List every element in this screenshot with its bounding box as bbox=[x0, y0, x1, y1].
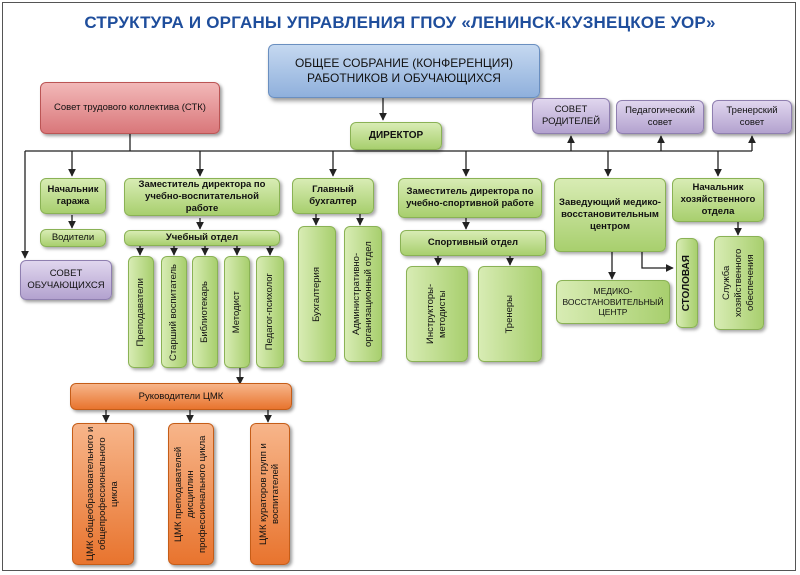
page-title: СТРУКТУРА И ОРГАНЫ УПРАВЛЕНИЯ ГПОУ «ЛЕНИ… bbox=[84, 13, 716, 32]
canteen-label: СТОЛОВАЯ bbox=[680, 254, 692, 312]
garage-head-box: Начальник гаража bbox=[40, 178, 106, 214]
drivers-label: Водители bbox=[51, 232, 95, 244]
pedagogical-council-label: Педагогический совет bbox=[625, 105, 695, 128]
librarian-box: Библиотекарь bbox=[192, 256, 218, 368]
parents-council-label: СОВЕТ РОДИТЕЛЕЙ bbox=[541, 104, 601, 127]
coaches-box: Тренеры bbox=[478, 266, 542, 362]
education-dept-label: Учебный отдел bbox=[165, 232, 239, 244]
drivers-box: Водители bbox=[40, 229, 106, 247]
methodist-box: Методист bbox=[224, 256, 250, 368]
general-meeting-box: ОБЩЕЕ СОБРАНИЕ (КОНФЕРЕНЦИЯ) РАБОТНИКОВ … bbox=[268, 44, 540, 98]
chief-accountant-box: Главный бухгалтер bbox=[292, 178, 374, 214]
canteen-box: СТОЛОВАЯ bbox=[676, 238, 698, 328]
director-box: ДИРЕКТОР bbox=[350, 122, 442, 150]
methodist-label: Методист bbox=[231, 290, 243, 334]
accounting-box: Бухгалтерия bbox=[298, 226, 336, 362]
medical-center-label: МЕДИКО-ВОССТАНОВИТЕЛЬНЫЙ ЦЕНТР bbox=[562, 286, 664, 318]
sport-dept-label: Спортивный отдел bbox=[427, 237, 519, 249]
students-council-box: СОВЕТ ОБУЧАЮЩИХСЯ bbox=[20, 260, 112, 300]
deputy-sport-label: Заместитель директора по учебно-спортивн… bbox=[406, 186, 534, 209]
deputy-education-label: Заместитель директора по учебно-воспитат… bbox=[138, 179, 266, 214]
instructors-box: Инструкторы-методисты bbox=[406, 266, 468, 362]
cmk-curators-box: ЦМК кураторов групп и воспитателей bbox=[250, 423, 290, 565]
parents-council-box: СОВЕТ РОДИТЕЛЕЙ bbox=[532, 98, 610, 134]
cmk-general-box: ЦМК общеобразовательного и общепрофессио… bbox=[72, 423, 134, 565]
economic-head-label: Начальник хозяйственного отдела bbox=[680, 182, 756, 217]
medical-head-label: Заведующий медико-восстановительным цент… bbox=[559, 197, 661, 232]
labour-council-box: Совет трудового коллектива (СТК) bbox=[40, 82, 220, 134]
cmk-general-label: ЦМК общеобразовательного и общепрофессио… bbox=[85, 426, 120, 562]
coaches-council-box: Тренерский совет bbox=[712, 100, 792, 134]
cmk-curators-label: ЦМК кураторов групп и воспитателей bbox=[258, 443, 281, 545]
education-dept-box: Учебный отдел bbox=[124, 230, 280, 246]
coaches-label: Тренеры bbox=[504, 294, 516, 334]
chief-accountant-label: Главный бухгалтер bbox=[309, 184, 357, 207]
senior-educator-label: Старший воспитатель bbox=[168, 263, 180, 361]
admin-dept-box: Административно-организационный отдел bbox=[344, 226, 382, 362]
cmk-professional-label: ЦМК преподавателей дисциплин профессиона… bbox=[173, 435, 208, 553]
medical-head-box: Заведующий медико-восстановительным цент… bbox=[554, 178, 666, 252]
cmk-heads-label: Руководители ЦМК bbox=[138, 390, 224, 402]
students-council-label: СОВЕТ ОБУЧАЮЩИХСЯ bbox=[27, 268, 105, 291]
general-meeting-line1: ОБЩЕЕ СОБРАНИЕ (КОНФЕРЕНЦИЯ) bbox=[294, 56, 514, 70]
cmk-heads-box: Руководители ЦМК bbox=[70, 383, 292, 410]
general-meeting-line2: РАБОТНИКОВ И ОБУЧАЮЩИХСЯ bbox=[307, 71, 501, 85]
garage-head-label: Начальник гаража bbox=[47, 184, 99, 207]
accounting-label: Бухгалтерия bbox=[311, 266, 323, 322]
economic-service-label: Служба хозяйственного обеспечения bbox=[721, 248, 756, 318]
senior-educator-box: Старший воспитатель bbox=[161, 256, 187, 368]
economic-service-box: Служба хозяйственного обеспечения bbox=[714, 236, 764, 330]
deputy-education-box: Заместитель директора по учебно-воспитат… bbox=[124, 178, 280, 216]
psychologist-label: Педагог-психолог bbox=[264, 273, 276, 351]
instructors-label: Инструкторы-методисты bbox=[425, 283, 448, 345]
pedagogical-council-box: Педагогический совет bbox=[616, 100, 704, 134]
sport-dept-box: Спортивный отдел bbox=[400, 230, 546, 256]
admin-dept-label: Административно-организационный отдел bbox=[351, 241, 374, 347]
cmk-professional-box: ЦМК преподавателей дисциплин профессиона… bbox=[168, 423, 214, 565]
psychologist-box: Педагог-психолог bbox=[256, 256, 284, 368]
teachers-box: Преподаватели bbox=[128, 256, 154, 368]
librarian-label: Библиотекарь bbox=[199, 281, 211, 343]
director-label: ДИРЕКТОР bbox=[368, 129, 424, 141]
medical-center-box: МЕДИКО-ВОССТАНОВИТЕЛЬНЫЙ ЦЕНТР bbox=[556, 280, 670, 324]
coaches-council-label: Тренерский совет bbox=[726, 105, 778, 128]
labour-council-label: Совет трудового коллектива (СТК) bbox=[54, 102, 206, 114]
teachers-label: Преподаватели bbox=[135, 277, 147, 347]
deputy-sport-box: Заместитель директора по учебно-спортивн… bbox=[398, 178, 542, 218]
economic-head-box: Начальник хозяйственного отдела bbox=[672, 178, 764, 222]
